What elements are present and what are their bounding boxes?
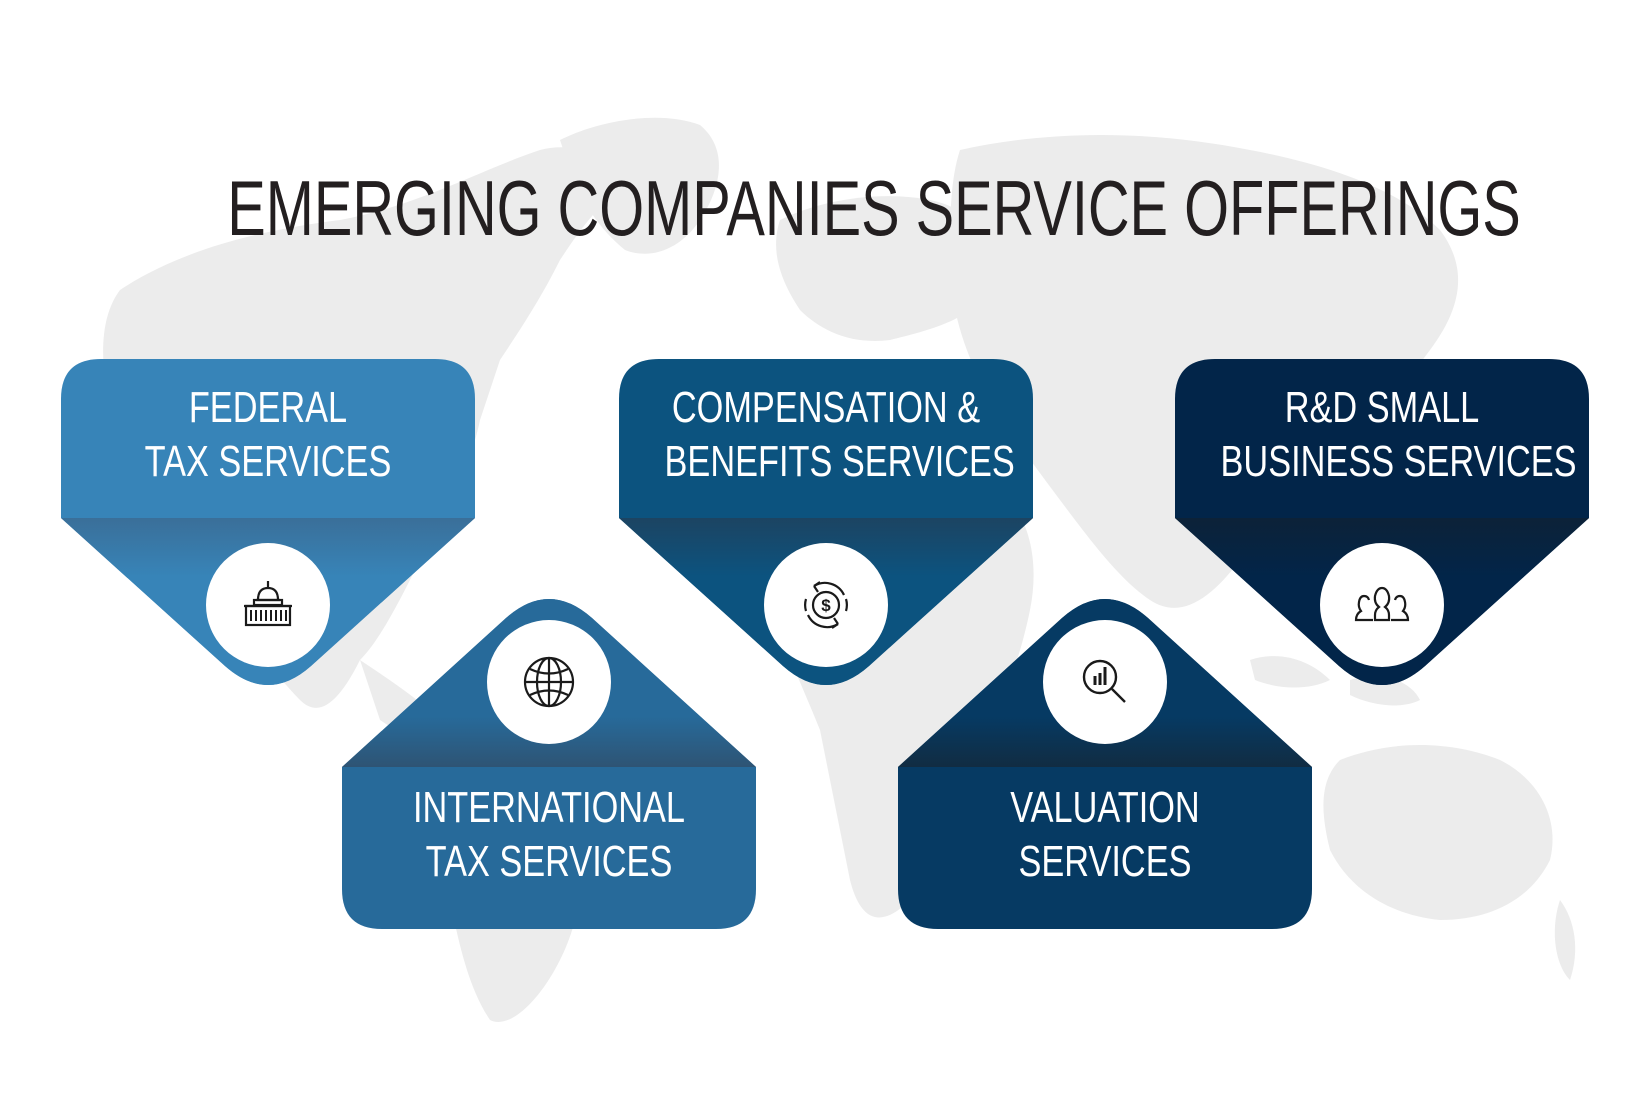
label-line-2: TAX SERVICES — [144, 437, 392, 486]
label-line-1: VALUATION — [1010, 783, 1200, 832]
icon-circle — [206, 543, 330, 667]
icon-circle: $ — [764, 543, 888, 667]
service-card-label: COMPENSATION & BENEFITS SERVICES — [619, 381, 1033, 489]
people-group-icon — [1354, 586, 1410, 622]
label-line-2: TAX SERVICES — [425, 837, 673, 886]
service-card-federal[interactable]: FEDERAL TAX SERVICES — [61, 359, 475, 689]
page-title: EMERGING COMPANIES SERVICE OFFERINGS — [0, 168, 1649, 248]
service-card-label: R&D SMALL BUSINESS SERVICES — [1175, 381, 1589, 489]
service-card-label: VALUATION SERVICES — [898, 781, 1312, 889]
service-card-label: FEDERAL TAX SERVICES — [61, 381, 475, 489]
service-card-rd[interactable]: R&D SMALL BUSINESS SERVICES — [1175, 359, 1589, 689]
globe-icon — [523, 656, 575, 708]
dollar-cycle-icon: $ — [804, 581, 848, 629]
label-line-1: COMPENSATION & — [671, 383, 981, 432]
page-title-text: EMERGING COMPANIES SERVICE OFFERINGS — [227, 164, 1521, 252]
svg-text:$: $ — [821, 596, 831, 615]
service-card-label: INTERNATIONAL TAX SERVICES — [342, 781, 756, 889]
label-line-1: FEDERAL — [188, 383, 348, 432]
label-line-2: BENEFITS SERVICES — [664, 437, 1015, 486]
capitol-building-icon — [244, 581, 292, 627]
service-card-valuation[interactable]: VALUATION SERVICES — [898, 595, 1312, 929]
magnifier-chart-icon — [1082, 659, 1126, 703]
label-line-1: R&D SMALL — [1284, 383, 1480, 432]
icon-circle — [1320, 543, 1444, 667]
label-line-2: SERVICES — [1018, 837, 1192, 886]
icon-circle — [1043, 620, 1167, 744]
service-card-international[interactable]: INTERNATIONAL TAX SERVICES — [342, 595, 756, 929]
service-card-compensation[interactable]: COMPENSATION & BENEFITS SERVICES $ — [619, 359, 1033, 689]
label-line-2: BUSINESS SERVICES — [1220, 437, 1577, 486]
label-line-1: INTERNATIONAL — [412, 783, 686, 832]
icon-circle — [487, 620, 611, 744]
